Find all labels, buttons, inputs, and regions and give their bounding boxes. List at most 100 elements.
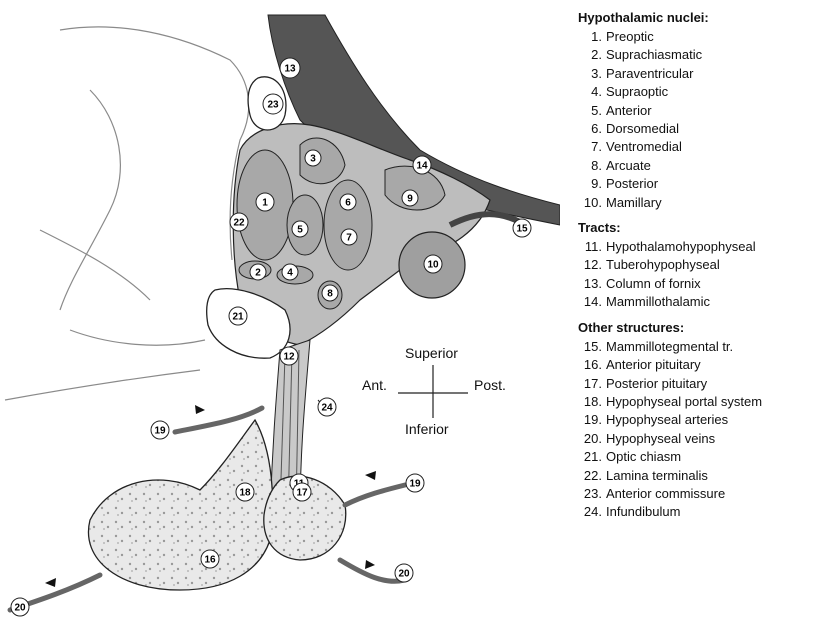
legend-item: 16. Anterior pituitary	[578, 356, 828, 374]
legend-item-text: Anterior	[606, 103, 652, 118]
legend-item-number: 4.	[578, 83, 602, 101]
legend-item-number: 15.	[578, 338, 602, 356]
legend-item: 7. Ventromedial	[578, 138, 828, 156]
legend-tracts-title: Tracts:	[578, 220, 828, 236]
label-19a: 19	[154, 426, 166, 437]
label-2: 2	[255, 268, 261, 279]
anterior-pituitary-shape	[88, 420, 272, 590]
legend-item: 15. Mammillotegmental tr.	[578, 338, 828, 356]
legend-item-text: Suprachiasmatic	[606, 47, 702, 62]
legend-item-number: 11.	[578, 238, 602, 256]
legend-item-number: 22.	[578, 467, 602, 485]
legend-item: 14.Mammillothalamic	[578, 293, 828, 311]
inferior-label: Inferior	[405, 421, 449, 437]
legend-item: 5. Anterior	[578, 102, 828, 120]
legend-item: 8. Arcuate	[578, 157, 828, 175]
legend-item-number: 2.	[578, 46, 602, 64]
label-4: 4	[287, 268, 293, 279]
legend-item-number: 24.	[578, 503, 602, 521]
legend-item-number: 8.	[578, 157, 602, 175]
hypothalamus-illustration: Superior Inferior Ant. Post. 1 2 3 4 5 6…	[0, 0, 560, 618]
legend-item-text: Posterior pituitary	[606, 376, 707, 391]
legend-item-number: 3.	[578, 65, 602, 83]
legend-item-text: Optic chiasm	[606, 449, 681, 464]
legend-item-text: Anterior pituitary	[606, 357, 701, 372]
legend-item-number: 12.	[578, 256, 602, 274]
legend-item-number: 10.	[578, 194, 602, 212]
legend-item: 24.Infundibulum	[578, 503, 828, 521]
legend: Hypothalamic nuclei: 1. Preoptic 2. Suprach…	[578, 10, 828, 530]
legend-item-text: Mamillary	[606, 195, 662, 210]
legend-item-text: Preoptic	[606, 29, 654, 44]
legend-item-number: 14.	[578, 293, 602, 311]
legend-item-text: Hypothalamohypophyseal	[606, 239, 756, 254]
legend-item-number: 18.	[578, 393, 602, 411]
legend-item-text: Paraventricular	[606, 66, 693, 81]
legend-item: 3. Paraventricular	[578, 65, 828, 83]
legend-item-number: 9.	[578, 175, 602, 193]
legend-item: 19.Hypophyseal arteries	[578, 411, 828, 429]
label-20b: 20	[398, 569, 410, 580]
legend-item: 2. Suprachiasmatic	[578, 46, 828, 64]
legend-tracts: Tracts: 11. Hypothalamohypophyseal 12.Tube…	[578, 220, 828, 312]
label-24: 24	[321, 403, 333, 414]
posterior-label: Post.	[474, 377, 506, 393]
legend-item-number: 13.	[578, 275, 602, 293]
label-5: 5	[297, 225, 303, 236]
legend-item: 13. Column of fornix	[578, 275, 828, 293]
legend-item-text: Arcuate	[606, 158, 651, 173]
label-19b: 19	[409, 479, 421, 490]
legend-item-text: Column of fornix	[606, 276, 701, 291]
label-8: 8	[327, 289, 333, 300]
brain-outline	[5, 27, 249, 400]
legend-item: 1. Preoptic	[578, 28, 828, 46]
legend-item-text: Dorsomedial	[606, 121, 679, 136]
legend-item: 20. Hypophyseal veins	[578, 430, 828, 448]
legend-nuclei: Hypothalamic nuclei: 1. Preoptic 2. Suprach…	[578, 10, 828, 212]
legend-item-text: Lamina terminalis	[606, 468, 708, 483]
legend-item-text: Ventromedial	[606, 139, 682, 154]
legend-other-title: Other structures:	[578, 320, 828, 336]
label-16: 16	[204, 555, 216, 566]
legend-item-number: 1.	[578, 28, 602, 46]
label-12: 12	[283, 352, 295, 363]
legend-item-text: Supraoptic	[606, 84, 668, 99]
legend-item-text: Hypophyseal veins	[606, 431, 715, 446]
label-7: 7	[346, 233, 352, 244]
legend-item-number: 23.	[578, 485, 602, 503]
legend-item-number: 21.	[578, 448, 602, 466]
label-15: 15	[516, 224, 528, 235]
label-17: 17	[296, 488, 308, 499]
label-6: 6	[345, 198, 351, 209]
label-23: 23	[267, 100, 279, 111]
superior-label: Superior	[405, 345, 458, 361]
legend-item-text: Anterior commissure	[606, 486, 725, 501]
orientation-compass: Superior Inferior Ant. Post.	[362, 345, 506, 437]
legend-item: 21. Optic chiasm	[578, 448, 828, 466]
label-3: 3	[310, 154, 316, 165]
label-1: 1	[262, 198, 268, 209]
legend-item: 23. Anterior commissure	[578, 485, 828, 503]
legend-item: 12.Tuberohypophyseal	[578, 256, 828, 274]
legend-item: 18. Hypophyseal portal system	[578, 393, 828, 411]
anterior-label: Ant.	[362, 377, 387, 393]
legend-item: 22. Lamina terminalis	[578, 467, 828, 485]
legend-item-number: 20.	[578, 430, 602, 448]
legend-item-text: Mammillotegmental tr.	[606, 339, 733, 354]
legend-item-number: 5.	[578, 102, 602, 120]
label-22: 22	[233, 218, 245, 229]
legend-item: 11. Hypothalamohypophyseal	[578, 238, 828, 256]
legend-item-number: 17.	[578, 375, 602, 393]
label-13: 13	[284, 64, 296, 75]
legend-item-number: 16.	[578, 356, 602, 374]
legend-item-text: Hypophyseal arteries	[606, 412, 728, 427]
legend-item-text: Hypophyseal portal system	[606, 394, 762, 409]
label-21: 21	[232, 312, 244, 323]
legend-other: Other structures: 15. Mammillotegmental t…	[578, 320, 828, 522]
legend-item: 10. Mamillary	[578, 194, 828, 212]
legend-item-number: 7.	[578, 138, 602, 156]
legend-item-number: 6.	[578, 120, 602, 138]
legend-nuclei-title: Hypothalamic nuclei:	[578, 10, 828, 26]
label-20a: 20	[14, 603, 26, 614]
label-14: 14	[416, 161, 428, 172]
